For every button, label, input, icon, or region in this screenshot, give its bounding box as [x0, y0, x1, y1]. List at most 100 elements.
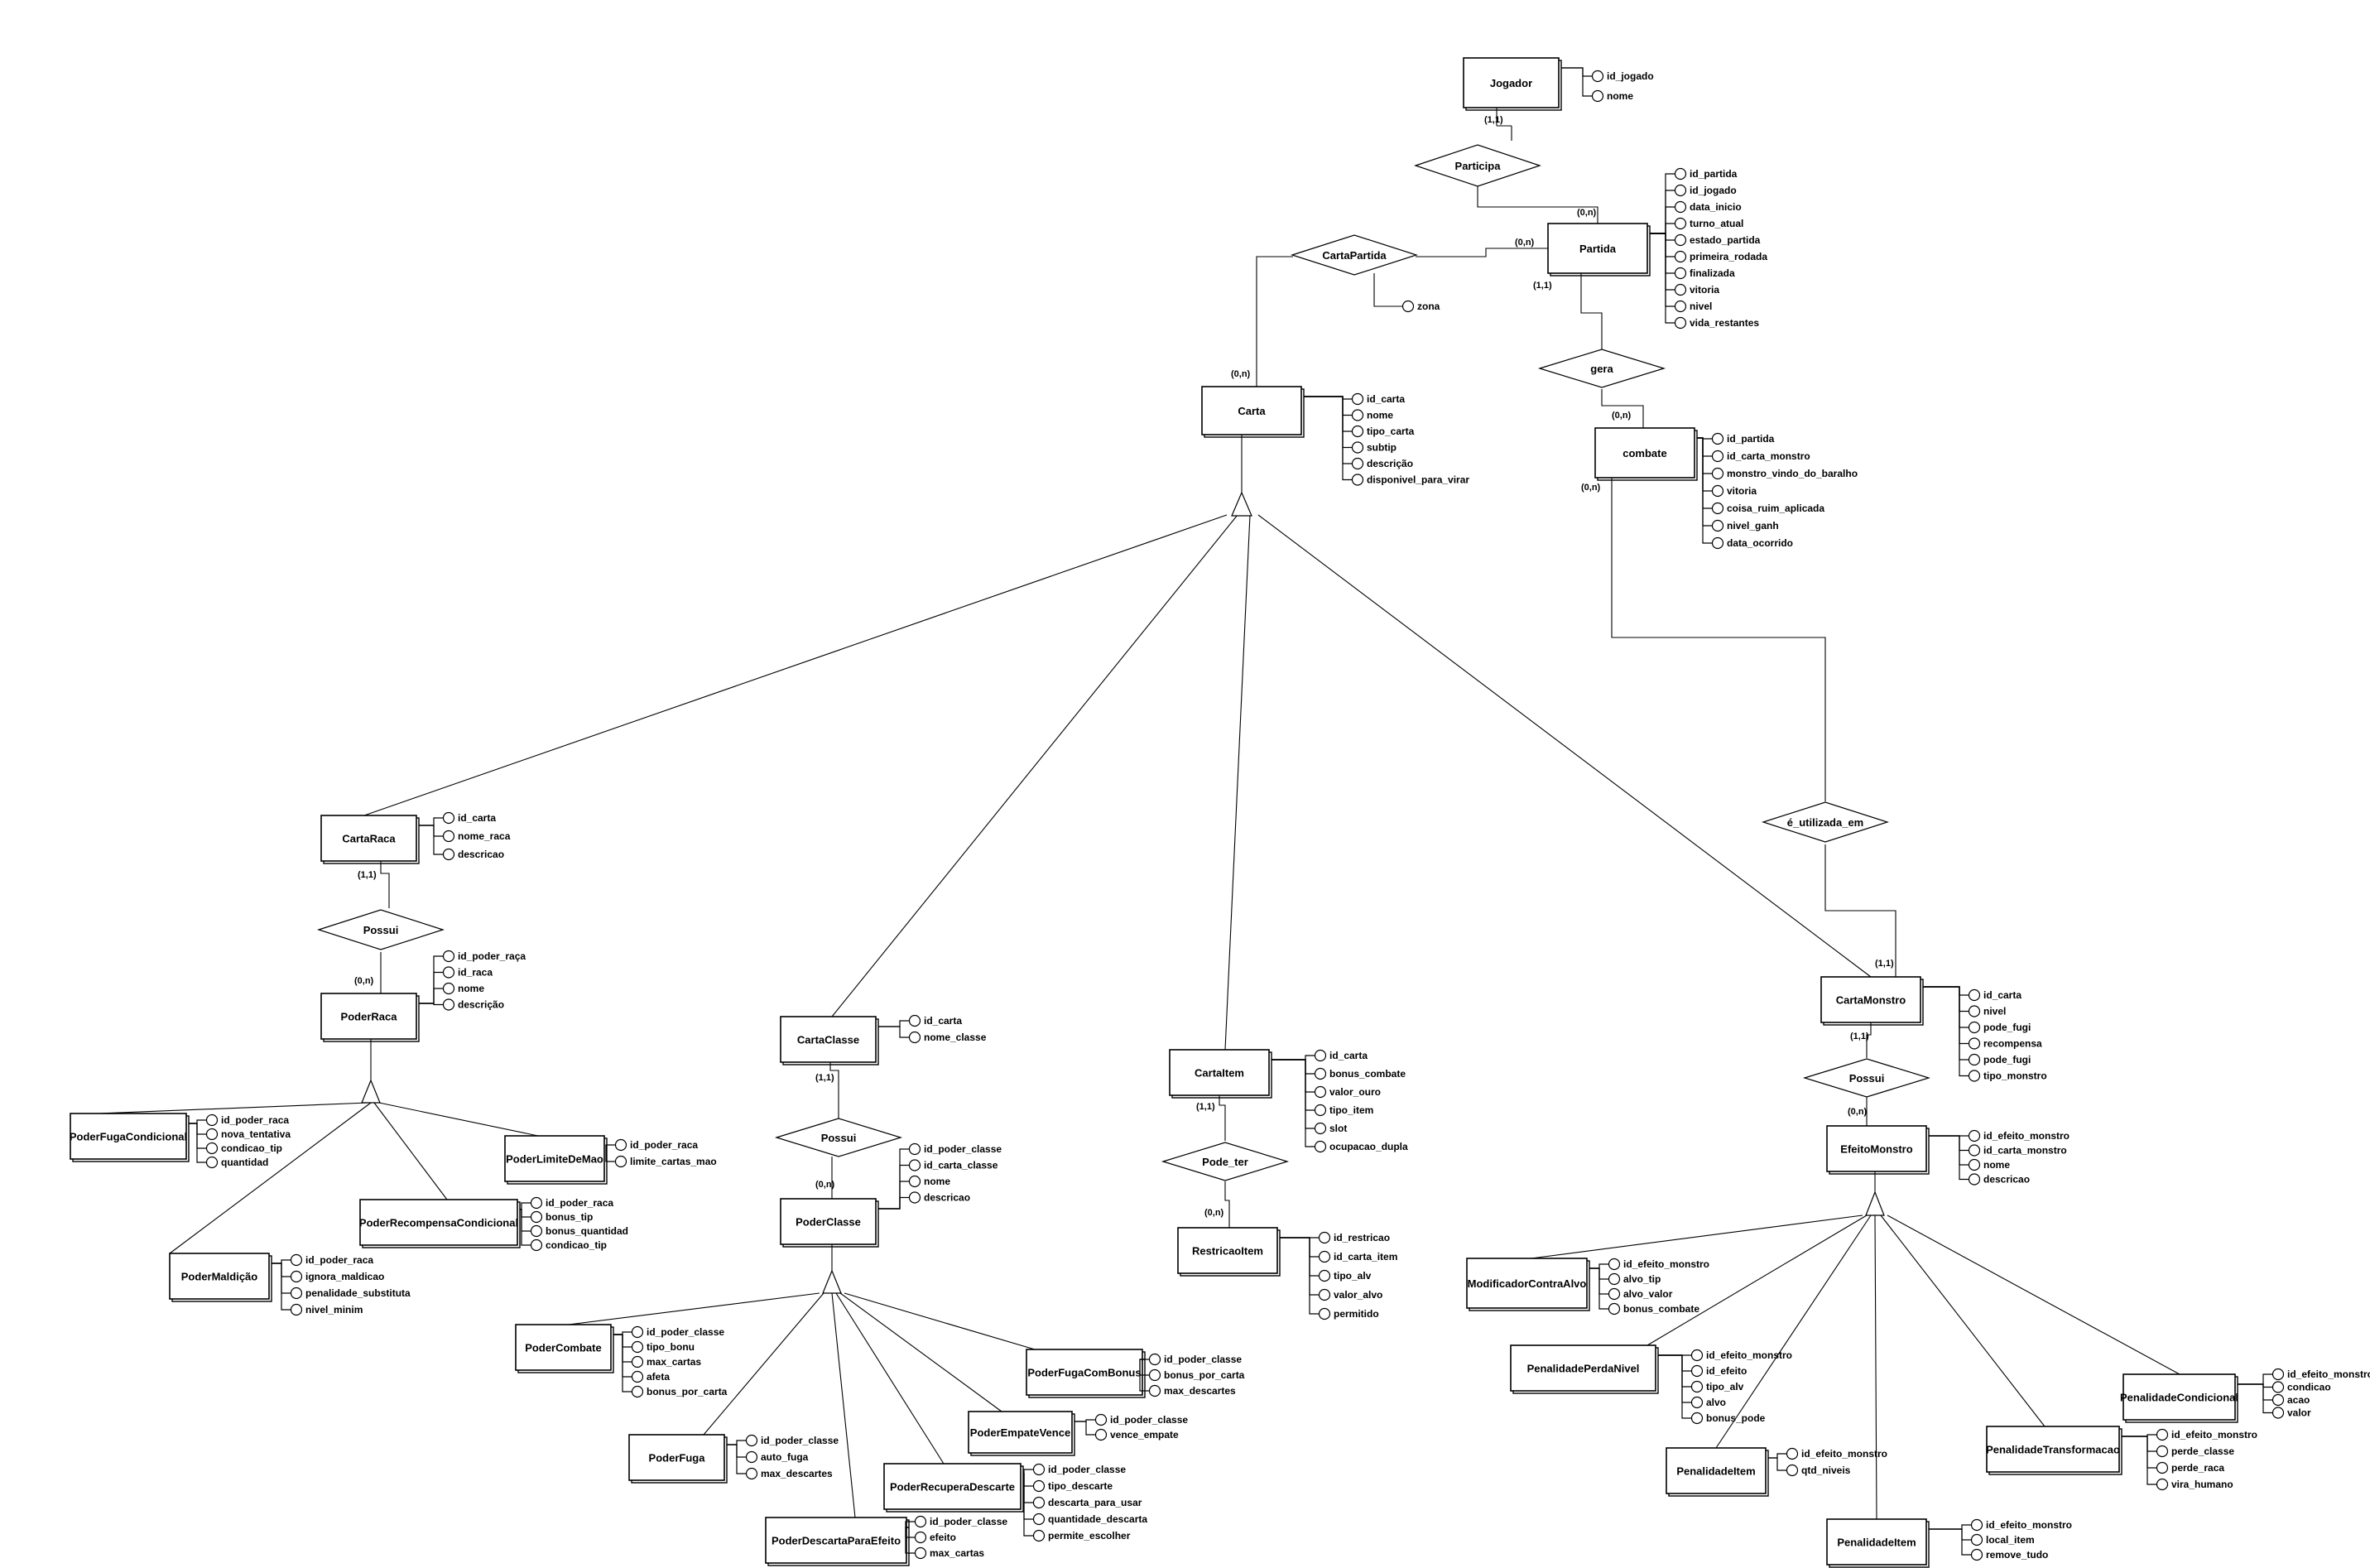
attribute-circle	[631, 1355, 644, 1368]
entity-label: PoderRecuperaDescarte	[890, 1481, 1015, 1493]
entity-poderclasse[interactable]: PoderClasseid_poder_classeid_carta_class…	[780, 1142, 1002, 1248]
attribute-circle	[1711, 536, 1724, 550]
attribute-circle	[1032, 1463, 1046, 1476]
entity-restricao[interactable]: RestricaoItemid_restricaoid_carta_itemti…	[1177, 1227, 1397, 1320]
attribute-label: nome_classe	[924, 1032, 987, 1043]
attribute-circle	[1318, 1307, 1331, 1320]
attribute-connector	[1650, 233, 1675, 257]
attribute-connector	[1697, 437, 1712, 544]
attribute-connector	[1650, 173, 1675, 234]
attribute-label: nome	[924, 1176, 950, 1187]
entity-pentransf[interactable]: PenalidadeTransformacaoid_efeito_monstro…	[1986, 1426, 2257, 1491]
entity-podercombate[interactable]: PoderCombateid_poder_classetipo_bonumax_…	[515, 1324, 728, 1398]
connector-line	[1874, 1214, 1877, 1520]
entity-penperdanivel[interactable]: PenalidadePerdaNivelid_efeito_monstroid_…	[1510, 1344, 1792, 1425]
attribute-connector	[1697, 437, 1712, 457]
relationship-pode_ter[interactable]: Pode_ter	[1161, 1142, 1290, 1181]
attribute-label: subtip	[1367, 442, 1397, 454]
entity-label: PenalidadeItem	[1837, 1537, 1916, 1549]
attribute-circle	[1968, 1144, 1981, 1157]
entity-podermaldicao[interactable]: PoderMaldiçãoid_poder_racaignora_maldica…	[169, 1253, 411, 1316]
entity-label: EfeitoMonstro	[1840, 1143, 1912, 1156]
relationship-possui_classe[interactable]: Possui	[774, 1118, 903, 1157]
entity-penitem1[interactable]: PenalidadeItemid_efeito_monstroqtd_nivei…	[1666, 1447, 1887, 1497]
entity-carta[interactable]: Cartaid_cartanometipo_cartasubtipdescriç…	[1201, 386, 1469, 486]
relationship-possui_raca[interactable]: Possui	[317, 909, 445, 950]
attribute-circle	[1968, 1129, 1981, 1142]
relationship-participa[interactable]: Participa	[1414, 144, 1541, 187]
entity-label: PenalidadePerdaNivel	[1527, 1363, 1640, 1375]
attribute-connector	[272, 1263, 291, 1311]
entity-label: Carta	[1238, 405, 1266, 417]
attribute-label: permitido	[1334, 1308, 1379, 1320]
attribute-label: id_carta	[1983, 989, 2021, 1001]
attribute-label: id_poder_classe	[1110, 1414, 1188, 1426]
entity-label: PoderMaldição	[181, 1271, 258, 1283]
entity-pencond[interactable]: PenalidadeCondicionalid_efeito_monstroco…	[2120, 1368, 2370, 1423]
entity-label: PoderRaca	[341, 1011, 398, 1023]
attribute-circle	[1968, 1053, 1981, 1066]
relationship-cartapartida[interactable]: CartaPartida	[1291, 234, 1418, 276]
entity-box	[504, 1135, 605, 1182]
entity-poderrecompensa[interactable]: PoderRecompensaCondicionalid_poder_racab…	[359, 1196, 628, 1252]
entity-poderempate[interactable]: PoderEmpateVenceid_poder_classevence_emp…	[968, 1411, 1188, 1456]
entity-poderrecupera[interactable]: PoderRecuperaDescarte id_poder_classe tipo…	[883, 1463, 1147, 1542]
attribute-connector	[1272, 1059, 1315, 1111]
connector-line	[831, 514, 1238, 1017]
attribute-circle	[1968, 1005, 1981, 1017]
entity-poderfuga[interactable]: PoderFugaid_poder_classeauto_fugamax_des…	[628, 1434, 839, 1484]
entity-partida[interactable]: Partidaid_partidaid_jogadodata_iniciotur…	[1547, 167, 1767, 329]
attribute-circle	[290, 1253, 303, 1267]
attribute-circle	[1690, 1396, 1704, 1409]
entity-poderdescarta[interactable]: PoderDescartaParaEfeitoid_poder_classeef…	[765, 1515, 1007, 1566]
attribute-label: id_poder_classe	[930, 1516, 1007, 1527]
entity-label: PenalidadeTransformacao	[1986, 1444, 2120, 1456]
entity-poderlimite[interactable]: PoderLimiteDeMaoid_poder_racalimite_cart…	[504, 1135, 717, 1185]
relationship-diamond	[1762, 801, 1889, 843]
entity-modificador[interactable]: ModificadorContraAlvoid_efeito_monstroal…	[1466, 1258, 1709, 1315]
specialization-triangle	[1865, 1190, 1885, 1216]
attribute-connector	[419, 1003, 443, 1006]
attribute-connector	[1023, 1473, 1033, 1520]
attribute-label: id_efeito_monstro	[1983, 1130, 2070, 1142]
attribute-label: tipo_descarte	[1048, 1480, 1113, 1492]
relationship-gera[interactable]: gera	[1537, 349, 1666, 388]
relationship-utilizada[interactable]: é_utilizada_em	[1762, 801, 1889, 843]
attribute-label: vitoria	[1690, 284, 1719, 296]
specialization-triangle	[1231, 491, 1252, 517]
attribute-circle	[745, 1450, 758, 1464]
connector-line	[1647, 1214, 1868, 1346]
attribute-label: coisa_ruim_aplicada	[1727, 503, 1824, 514]
attribute-connector	[419, 971, 443, 1004]
relationship-possui_monstro[interactable]: Possui	[1802, 1058, 1931, 1098]
entity-efeitomonstro[interactable]: EfeitoMonstroid_efeito_monstroid_carta_m…	[1826, 1125, 2070, 1186]
attribute-connector	[1929, 1528, 1971, 1556]
entity-poderfugacond[interactable]: PoderFugaCondicionalid_poder_racanova_te…	[70, 1113, 291, 1169]
cardinality-label: (1,1)	[358, 870, 377, 880]
attribute-connector	[905, 1527, 915, 1554]
attribute-circle	[2156, 1461, 2169, 1474]
attribute-circle	[1970, 1548, 1983, 1561]
entity-penitem2[interactable]: PenalidadeItemid_efeito_monstrolocal_ite…	[1826, 1518, 2072, 1568]
entity-poderraca[interactable]: PoderRacaid_poder_raçaid_racanomedescriç…	[320, 950, 526, 1042]
attribute-circle	[908, 1159, 921, 1171]
attribute-label: valor_alvo	[1334, 1289, 1382, 1301]
entity-box	[2122, 1373, 2236, 1421]
attribute-connector	[1272, 1059, 1315, 1147]
attribute-circle	[1351, 474, 1364, 486]
cardinality-label: (1,1)	[815, 1073, 834, 1083]
entity-label: CartaItem	[1195, 1067, 1244, 1080]
entity-combate[interactable]: combateid_partidaid_carta_monstromonstro…	[1594, 427, 1858, 550]
attribute-label: max_descartes	[1164, 1385, 1236, 1397]
entity-cartaitem[interactable]: CartaItemid_cartabonus_combatevalor_ouro…	[1169, 1049, 1408, 1153]
entity-poderfugabonus[interactable]: PoderFugaComBonusid_poder_classebonus_po…	[1026, 1349, 1245, 1398]
attribute-label: recompensa	[1983, 1038, 2042, 1050]
attribute-connector	[1923, 986, 1969, 1077]
attribute-circle	[1674, 316, 1687, 329]
attribute-connector	[1929, 1135, 1969, 1152]
attribute-circle	[914, 1515, 927, 1528]
